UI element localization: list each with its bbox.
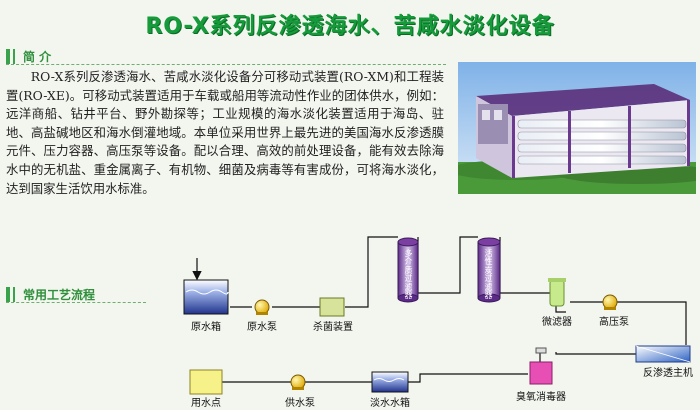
ro-unit-icon <box>635 345 691 363</box>
micro-filter-icon <box>548 278 566 307</box>
ozone-sterilizer-icon <box>529 347 553 385</box>
multi-media-filter-icon <box>397 237 419 303</box>
carbon-filter-icon <box>477 237 501 303</box>
intro-section-header: 简 介 <box>6 48 51 65</box>
supply-pump-label: 供水泵 <box>285 398 315 409</box>
high-pressure-pump-icon <box>602 294 618 310</box>
intro-heading: 简 介 <box>23 50 52 64</box>
fresh-water-tank-label: 淡水水箱 <box>370 398 410 409</box>
process-section-header: 常用工艺流程 <box>6 286 95 303</box>
sterilizer-label: 杀菌装置 <box>313 322 353 333</box>
sterilizer-icon <box>319 297 345 317</box>
fresh-water-tank-icon <box>371 371 409 393</box>
page-title: RO-X系列反渗透海水、苦咸水淡化设备 <box>145 14 555 39</box>
section-marker-icon <box>13 49 15 64</box>
micro-filter-label: 微滤器 <box>542 317 572 328</box>
raw-water-tank-icon <box>183 279 229 315</box>
high-pressure-pump-label: 高压泵 <box>599 317 629 328</box>
section-marker-icon <box>6 49 10 64</box>
raw-water-tank-label: 原水箱 <box>191 322 221 333</box>
use-point-icon <box>189 369 223 395</box>
equipment-photo <box>458 62 696 194</box>
supply-pump-icon <box>290 374 306 390</box>
ro-unit-label: 反渗透主机 <box>643 368 693 379</box>
section-marker-icon <box>13 287 15 302</box>
process-heading: 常用工艺流程 <box>23 288 96 302</box>
ozone-sterilizer-label: 臭氧消毒器 <box>516 392 566 403</box>
carbon-filter-label: 活性炭过滤器 <box>484 249 493 301</box>
use-point-label: 用水点 <box>191 398 221 409</box>
raw-pump-icon <box>254 299 270 315</box>
multi-media-filter-label: 多介质过滤器 <box>404 249 413 301</box>
intro-text: RO-X系列反渗透海水、苦咸水淡化设备分可移动式装置(RO-XM)和工程装置(R… <box>6 69 444 196</box>
section-divider <box>6 302 146 303</box>
section-divider <box>6 64 446 65</box>
section-marker-icon <box>6 287 10 302</box>
raw-pump-label: 原水泵 <box>247 322 277 333</box>
